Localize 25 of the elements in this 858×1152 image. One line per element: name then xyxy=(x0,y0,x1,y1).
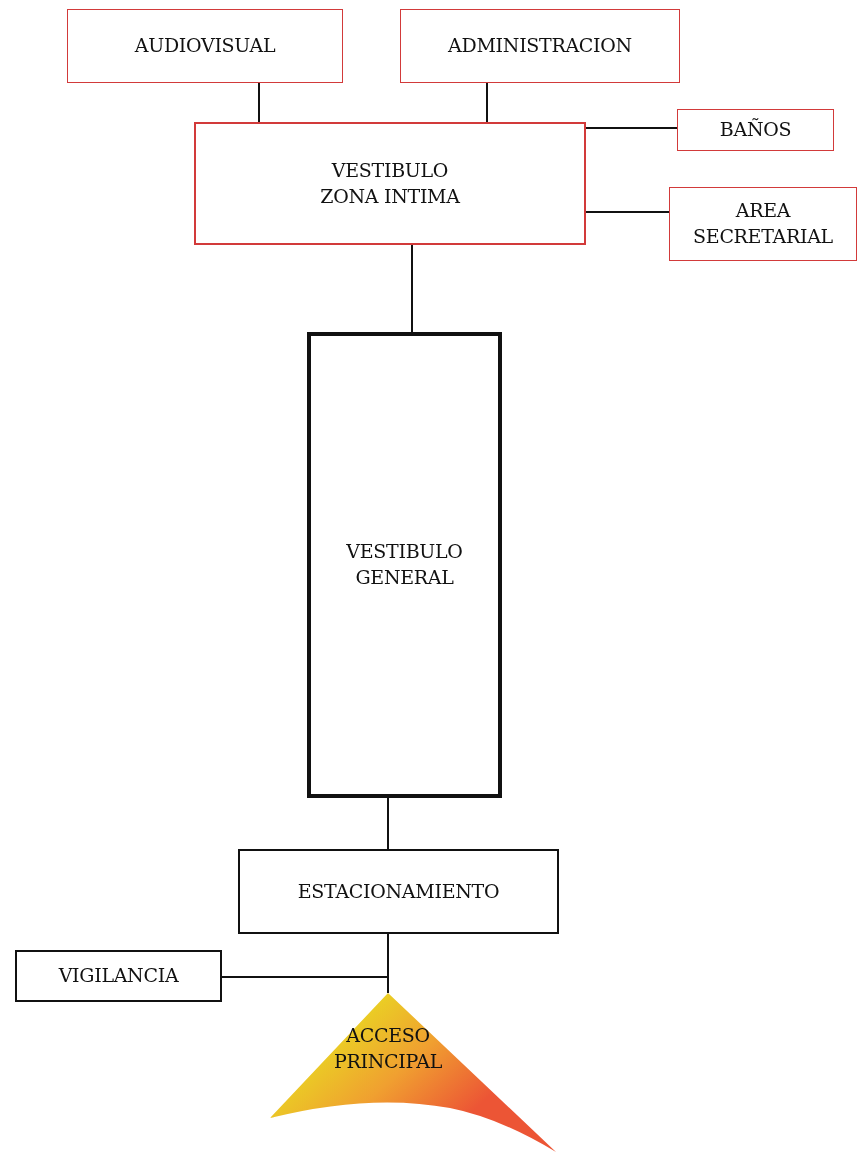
room-label: VESTIBULO ZONA INTIMA xyxy=(319,157,462,209)
room-box xyxy=(194,122,586,245)
room-box xyxy=(307,332,502,798)
connector-line xyxy=(585,127,678,129)
room-label: ADMINISTRACION xyxy=(448,33,632,59)
room-box xyxy=(669,187,857,261)
room-box xyxy=(677,109,834,151)
room-label: AUDIOVISUAL xyxy=(134,33,276,59)
room-box xyxy=(238,849,559,934)
connector-line xyxy=(411,244,413,333)
room-label: ACCESO PRINCIPAL xyxy=(333,1023,443,1074)
room-label: AREA SECRETARIAL xyxy=(692,198,834,249)
access-shape xyxy=(270,993,556,1152)
room-label: VIGILANCIA xyxy=(58,963,179,989)
room-label: ESTACIONAMIENTO xyxy=(297,878,500,904)
connector-line xyxy=(486,82,488,123)
connector-line xyxy=(221,976,389,994)
room-box xyxy=(400,9,680,83)
room-label: VESTIBULO GENERAL xyxy=(345,539,464,590)
room-box xyxy=(67,9,343,83)
connector-line xyxy=(585,211,670,213)
room-box xyxy=(15,950,222,1002)
connector-line xyxy=(258,82,260,123)
connector-line xyxy=(387,797,389,850)
room-label: BAÑOS xyxy=(719,117,792,143)
